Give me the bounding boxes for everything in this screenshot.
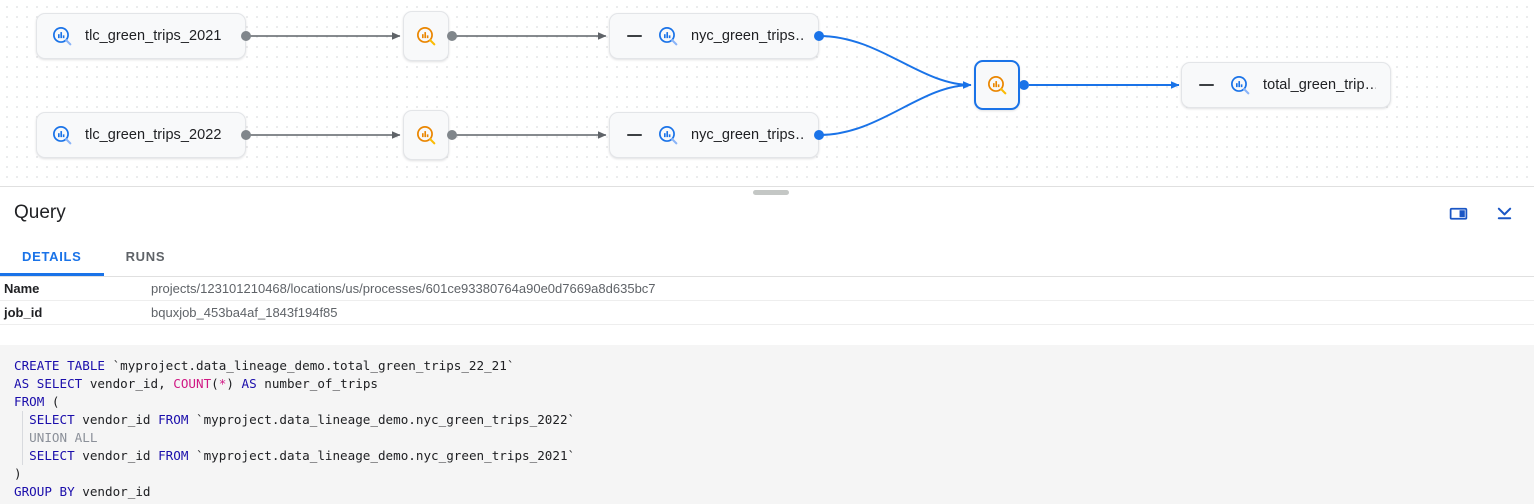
property-key: job_id (4, 305, 43, 320)
bigquery-table-icon (657, 25, 680, 48)
code-line: UNION ALL (29, 430, 98, 445)
panel-tab-bar: DETAILS RUNS (0, 239, 1534, 277)
lineage-graph-canvas[interactable]: tlc_green_trips_2021 tlc_green_trips_202… (0, 0, 1534, 186)
sql-code-block[interactable]: CREATE TABLE `myproject.data_lineage_dem… (0, 345, 1534, 504)
bigquery-process-icon (415, 25, 438, 48)
table-row: job_id bquxjob_453ba4af_1843f194f85 (0, 301, 1534, 325)
panel-title: Query (14, 202, 66, 223)
code-line: ) (14, 466, 22, 481)
node-output-port[interactable] (814, 130, 824, 140)
property-key: Name (4, 281, 40, 296)
collapse-minus-icon[interactable] (624, 125, 644, 145)
node-output-port[interactable] (241, 130, 251, 140)
lineage-node-label: nyc_green_trips… (691, 127, 804, 143)
lineage-node-nyc-green-trips-2021[interactable]: nyc_green_trips… (609, 13, 819, 59)
collapse-down-icon[interactable] (1492, 201, 1516, 225)
bigquery-table-icon (51, 25, 74, 48)
collapse-minus-icon[interactable] (1196, 75, 1216, 95)
node-output-port[interactable] (814, 31, 824, 41)
property-value: projects/123101210468/locations/us/proce… (151, 281, 656, 296)
node-output-port[interactable] (447, 31, 457, 41)
panel-resize-handle[interactable] (753, 190, 789, 195)
panel-header: Query (0, 187, 1534, 239)
code-line: FROM ( (14, 394, 60, 409)
node-output-port[interactable] (241, 31, 251, 41)
lineage-node-tlc-green-trips-2022[interactable]: tlc_green_trips_2022 (36, 112, 246, 158)
property-value: bquxjob_453ba4af_1843f194f85 (151, 305, 338, 320)
bigquery-process-icon (986, 74, 1009, 97)
code-line: AS SELECT vendor_id, COUNT(*) AS number_… (14, 376, 378, 391)
edge-nyc2021-to-join (818, 35, 972, 89)
lineage-node-process-2[interactable] (403, 110, 449, 160)
bigquery-process-icon (415, 124, 438, 147)
panel-header-actions (1446, 201, 1520, 225)
tab-details[interactable]: DETAILS (0, 239, 104, 276)
sql-code-text: CREATE TABLE `myproject.data_lineage_dem… (14, 357, 1534, 501)
lineage-node-total-green-trips[interactable]: total_green_trip… (1181, 62, 1391, 108)
table-row: Name projects/123101210468/locations/us/… (0, 277, 1534, 301)
bigquery-table-icon (657, 124, 680, 147)
collapse-minus-icon[interactable] (624, 26, 644, 46)
bigquery-table-icon (1229, 74, 1252, 97)
code-line: SELECT vendor_id FROM `myproject.data_li… (29, 448, 576, 463)
query-details-panel: Query DETAILS RUNS Name projects/1231012… (0, 186, 1534, 504)
lineage-node-label: tlc_green_trips_2022 (85, 127, 222, 143)
indent-guide (22, 411, 23, 465)
split-panel-icon[interactable] (1446, 201, 1470, 225)
code-line: CREATE TABLE `myproject.data_lineage_dem… (14, 358, 515, 373)
code-line: GROUP BY vendor_id (14, 484, 151, 499)
node-output-port[interactable] (447, 130, 457, 140)
lineage-node-process-join-selected[interactable] (974, 60, 1020, 110)
lineage-node-tlc-green-trips-2021[interactable]: tlc_green_trips_2021 (36, 13, 246, 59)
property-table: Name projects/123101210468/locations/us/… (0, 277, 1534, 325)
edge-nyc2022-to-join (818, 81, 972, 136)
node-output-port[interactable] (1019, 80, 1029, 90)
lineage-node-label: tlc_green_trips_2021 (85, 28, 222, 44)
lineage-node-label: total_green_trip… (1263, 77, 1376, 93)
lineage-node-nyc-green-trips-2022[interactable]: nyc_green_trips… (609, 112, 819, 158)
lineage-node-label: nyc_green_trips… (691, 28, 804, 44)
tab-runs[interactable]: RUNS (125, 248, 166, 264)
bigquery-table-icon (51, 124, 74, 147)
code-line: SELECT vendor_id FROM `myproject.data_li… (29, 412, 576, 427)
lineage-node-process-1[interactable] (403, 11, 449, 61)
